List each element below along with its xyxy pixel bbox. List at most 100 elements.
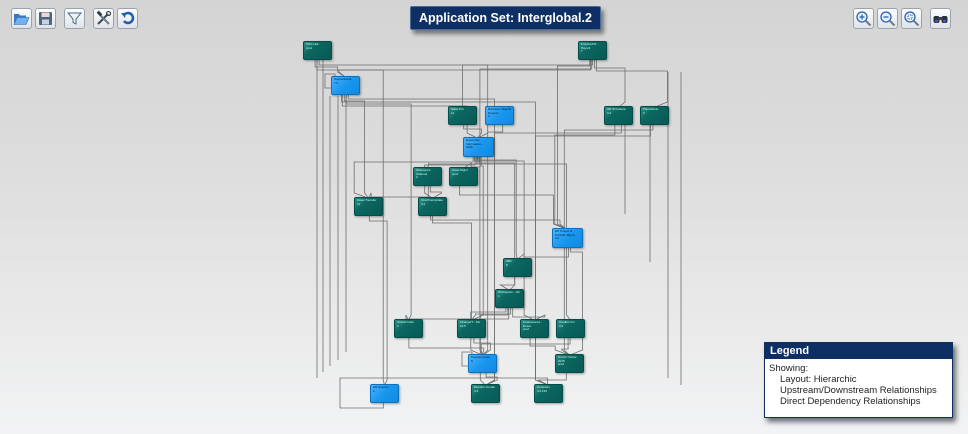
graph-edge [324,73,336,89]
graph-node-label: ChangeIT - NA 12.5 [460,320,480,328]
graph-edge [459,186,564,229]
graph-edge [535,125,651,385]
graph-node-label: OneTimeUpdate 4.2 [421,198,443,206]
legend-title: Legend [765,343,952,359]
legend-item-direct-dependency: Direct Dependency Relationships [780,396,921,407]
find-button[interactable] [930,8,951,29]
graph-edge [479,125,504,138]
graph-node-label: Asset Transfer 11 [357,198,377,206]
graph-node-teal[interactable]: OneTimeUpdate 4.2 [418,197,447,216]
graph-node-teal[interactable]: Sales Pro 11 [448,106,477,125]
zoom-fit-button[interactable] [901,8,922,29]
graph-node-teal[interactable]: Unanswered - Emea prod [520,319,549,338]
graph-edge [343,95,368,198]
graph-node-blue[interactable]: Business Objects Reports 2 [485,106,514,125]
graph-node-blue[interactable]: HP Project & Portfolio Mgmt... 9.0 [552,228,583,248]
hammer-wrench-icon [96,10,112,25]
graph-edge [463,125,482,138]
zoom-out-button[interactable] [877,8,898,29]
graph-edge [472,308,512,320]
graph-edge [432,216,472,319]
graph-node-blue[interactable]: HR Reports 2 [370,384,399,403]
graph-edge [353,156,474,198]
graph-node-teal[interactable]: ChangeIT - NA 12.5 [457,319,486,338]
zoom-in-icon [856,11,872,27]
graph-edge [479,308,509,385]
graph-node-teal[interactable]: HR Simulation 3.2 [604,106,633,125]
graph-node-blue[interactable]: SupportDesk 7.5 [331,76,360,95]
graph-edge [561,338,569,355]
graph-node-label: HP Project & Portfolio Mgmt... 9.0 [555,229,577,241]
open-button[interactable] [11,8,32,29]
graph-node-label: Asset Mgmt prod [452,168,468,176]
tools-button[interactable] [93,8,114,29]
undo-button[interactable] [117,8,138,29]
graph-node-teal[interactable]: Pension Funder 4.4 [471,384,500,403]
graph-node-teal[interactable]: PlanetSuite 3 [640,106,669,125]
graph-node-label: Enterprise Information... 2020 [466,138,484,150]
graph-edge [461,351,473,367]
graph-node-label: Contracts 4.2.195 [537,385,550,393]
graph-edge [570,247,583,355]
graph-edge [512,308,546,320]
graph-node-label: Creditor Fin 3.2 [559,320,575,328]
graph-node-label: SOC Hub prod [306,42,319,50]
graph-edge [554,125,616,229]
graph-edge [563,125,654,355]
graph-edge [594,60,626,107]
graph-node-blue[interactable]: PeopleLocator 8 [468,354,497,373]
graph-edge [498,277,516,290]
undo-arrow-icon [121,11,135,25]
graph-node-teal[interactable]: Asset Mgmt prod [449,167,478,186]
graph-node-label: Sales Pro 11 [451,107,465,115]
graph-node-label: SupportDesk 7.5 [334,77,352,85]
folder-open-icon [13,14,30,25]
graph-edge [487,125,622,385]
graph-edge [537,373,567,385]
graph-node-teal[interactable]: Contracts 4.2.195 [534,384,563,403]
funnel-filter-icon [66,12,83,25]
floppy-disk-icon [39,12,52,25]
graph-edge [473,338,491,355]
graph-edge [518,247,569,259]
graph-edge [473,156,533,320]
graph-edge [470,308,507,355]
graph-edge [429,186,442,198]
graph-node-teal[interactable]: Sharepoint Channel 2 [413,167,442,186]
legend-item-upstream-downstream: Upstream/Downstream Relationships [780,385,937,396]
graph-node-label: PlanetSuite 3 [643,107,659,115]
graph-node-teal[interactable]: Creditor Fin 3.2 [556,319,585,338]
filter-button[interactable] [64,8,85,29]
graph-edge [430,216,566,229]
graph-node-teal[interactable]: eBiz 8 [503,258,532,277]
graph-node-label: HR Reports 2 [373,385,389,393]
zoom-out-icon [880,11,896,27]
graph-edge [339,377,548,409]
graph-node-teal[interactable]: Workspace - NC 1 [495,289,524,308]
graph-node-label: Comm Center 2015 prod [558,355,577,367]
graph-node-label: Sharepoint Channel 2 [416,168,431,180]
save-button[interactable] [35,8,56,29]
graph-node-teal[interactable]: Global Intelli 2 [394,319,423,338]
graph-edge [480,338,571,355]
graph-node-blue[interactable]: Enterprise Information... 2020 [463,137,494,157]
graph-node-label: eBiz 8 [506,259,512,267]
graph-edge [476,156,518,259]
graph-edge [368,186,429,198]
application-set-title: Application Set: Interglobal.2 [410,6,601,30]
graph-edge [475,156,570,320]
graph-node-teal[interactable]: Asset Transfer 11 [354,197,383,216]
legend-showing-label: Showing: [769,363,809,374]
graph-edge [338,60,591,77]
graph-node-teal[interactable]: Comm Center 2015 prod [555,354,584,373]
graph-edge [405,308,510,320]
graph-edge [314,60,344,77]
graph-node-teal[interactable]: SOC Hub prod [303,41,332,60]
graph-edge [424,156,476,198]
legend-panel: Legend Showing: Layout: Hierarchic Upstr… [764,342,953,418]
graph-node-teal[interactable]: Frontend/IT - Payroll 7 [578,41,607,60]
zoom-in-button[interactable] [853,8,874,29]
graph-edge [462,60,593,106]
